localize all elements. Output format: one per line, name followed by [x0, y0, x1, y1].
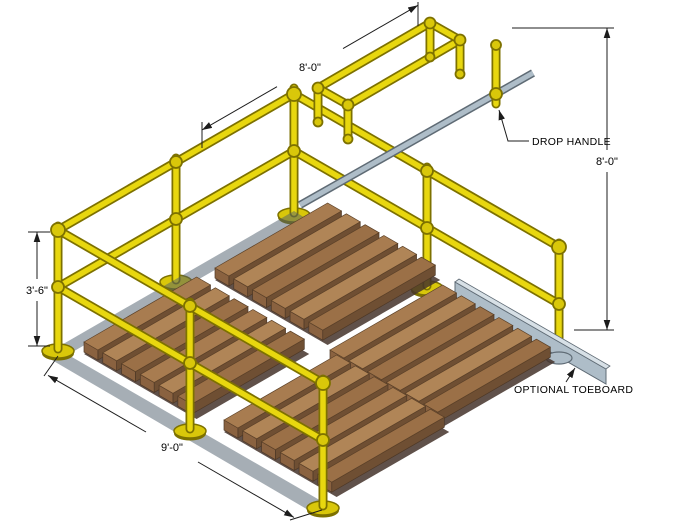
plank-top [308, 256, 437, 331]
plank-top [385, 317, 514, 391]
dimension-line [201, 86, 278, 131]
callout-optional-toeboard: OPTIONAL TOEBOARD [514, 367, 633, 396]
pipe-fitting [51, 280, 65, 294]
pipe-fitting [311, 81, 325, 95]
pallet-decks [83, 202, 556, 497]
extension-line [43, 355, 59, 377]
plank-top [223, 354, 352, 429]
plank-top [366, 306, 495, 381]
tube [315, 20, 433, 91]
pipe-fitting [169, 155, 183, 169]
plank-top [279, 387, 408, 461]
callout-drop-handle: DROP HANDLE [498, 109, 611, 148]
pipe-fitting [183, 356, 197, 370]
pipe-fitting [312, 116, 324, 128]
leader-line [498, 109, 529, 142]
pipe-fitting [169, 212, 183, 226]
pipe-fitting [420, 221, 434, 235]
plank-top [270, 235, 399, 309]
pipe-fitting [423, 16, 437, 30]
plank-top [251, 224, 380, 299]
dimension-bottom-depth: 9'-0" [43, 355, 323, 521]
dimension-line [47, 374, 147, 433]
dimension-right-height-text: 8'-0" [596, 156, 618, 168]
pipe-fitting [315, 375, 331, 391]
plank-top [423, 338, 552, 413]
plank-top [214, 202, 343, 277]
pipe-fitting [490, 39, 502, 51]
dimension-top-width-text: 8'-0" [299, 62, 321, 74]
dimension-left-rail-height: 3'-6" [26, 231, 50, 347]
plank-top [329, 284, 458, 359]
plank-top [404, 327, 533, 402]
dimension-line [197, 461, 295, 518]
pipe-fitting [287, 144, 301, 158]
dimension-right-height: 8'-0" [512, 27, 618, 331]
gate-track-assembly [298, 39, 535, 209]
structure-root [41, 16, 611, 518]
tube [345, 37, 463, 108]
pallet [214, 202, 441, 345]
pipe-fitting [454, 68, 466, 80]
leader-line [565, 367, 576, 383]
plank-top [348, 295, 476, 370]
plank-top [233, 213, 361, 288]
front-guardrails [41, 221, 340, 518]
pipe-fitting [489, 87, 503, 101]
dimension-left-rail-height-text: 3'-6" [26, 285, 48, 297]
pipe-fitting [316, 433, 330, 447]
pipe-fitting [341, 98, 355, 112]
toeboard-top-flange [454, 278, 611, 370]
drop-handle-label: DROP HANDLE [532, 136, 611, 148]
dimension-bottom-depth-text: 9'-0" [161, 442, 183, 454]
optional-toeboard-label: OPTIONAL TOEBOARD [514, 384, 633, 396]
pipe-fitting [286, 86, 302, 102]
pipe-fitting [424, 51, 436, 63]
pipe-fitting [552, 297, 566, 311]
pipe-fitting [50, 222, 66, 238]
pipe-fitting [551, 239, 567, 255]
pipe-fitting [420, 164, 434, 178]
extension-line [289, 509, 323, 521]
pipe-fitting [183, 299, 197, 313]
plank-top [298, 397, 427, 472]
pipe-fitting [453, 33, 467, 47]
pallet [329, 284, 556, 427]
rear-guardrails [53, 16, 567, 361]
dimension-top-width: 8'-0" [201, 2, 419, 148]
plank-top [289, 245, 418, 320]
pipe-fitting [342, 133, 354, 145]
dimension-line [342, 4, 419, 50]
